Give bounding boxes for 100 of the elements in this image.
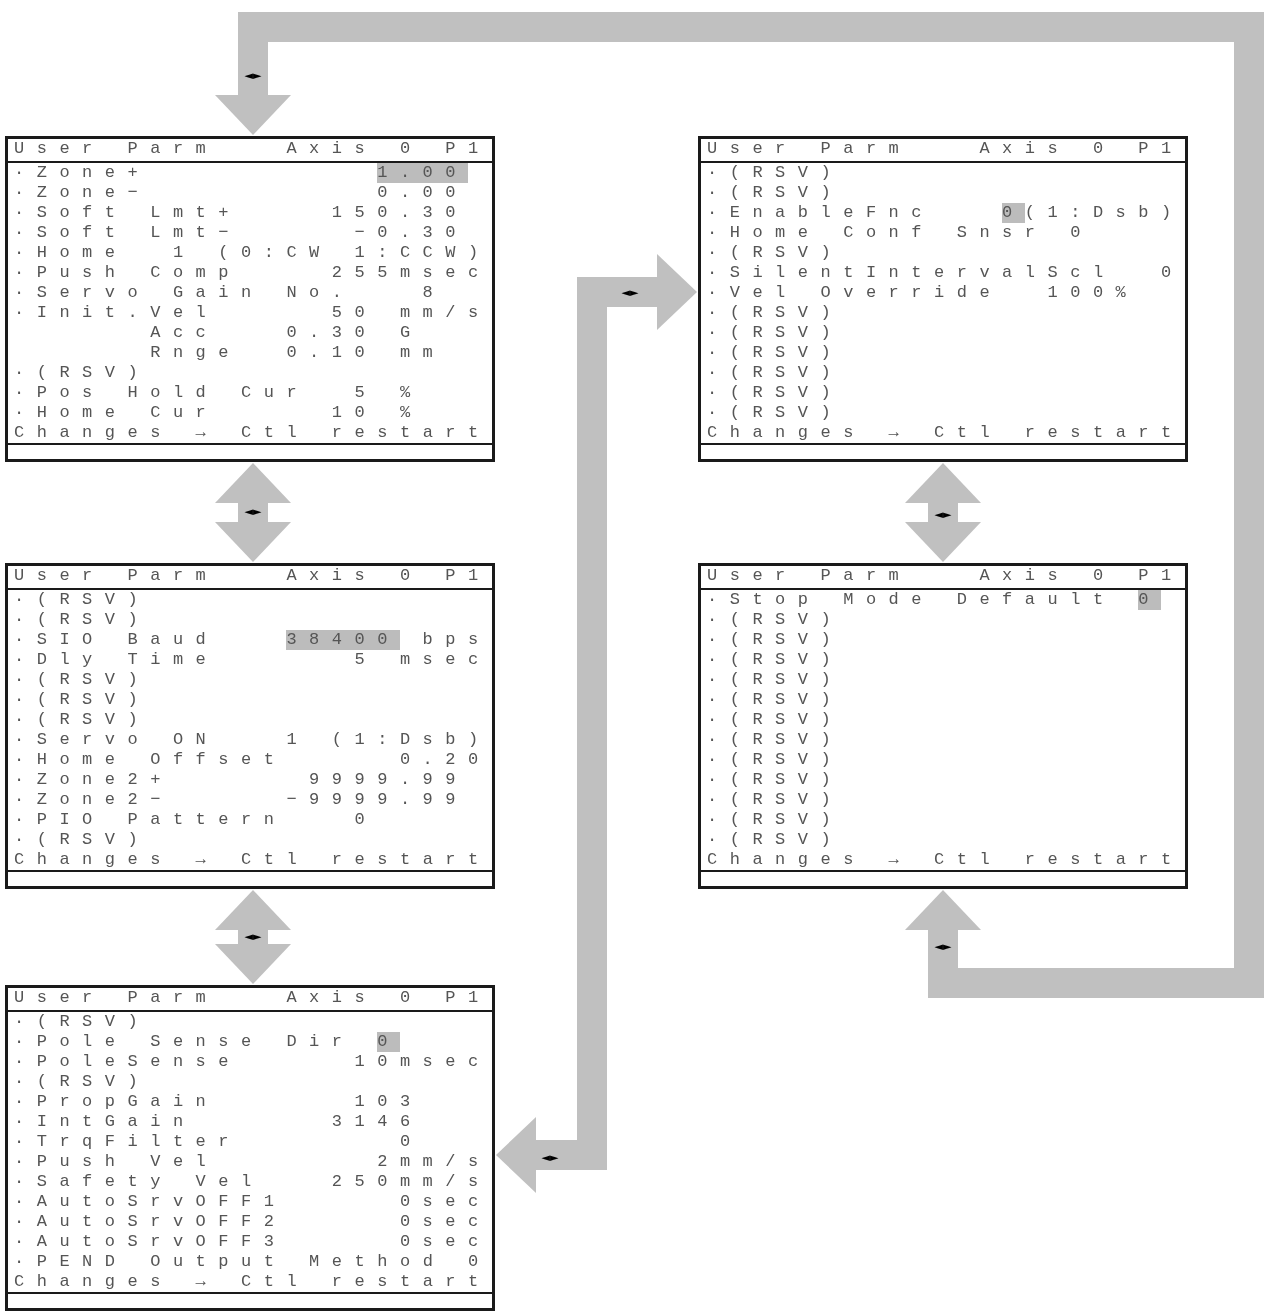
- lcd-screen: [5, 136, 495, 462]
- parameter-name: ·(RSV): [707, 770, 844, 790]
- parameter-value: 0: [354, 810, 378, 830]
- parameter-name: ·(RSV): [707, 343, 844, 363]
- parameter-name: ·(RSV): [707, 183, 844, 203]
- parameter-name: ·Home Cur: [14, 403, 219, 423]
- parameter-value: 0sec: [399, 1232, 491, 1252]
- parameter-value: Acc: [150, 323, 219, 343]
- parameter-value: 3146: [331, 1112, 423, 1132]
- parameter-name: ·(RSV): [707, 403, 844, 423]
- parameter-name: ·SIO Baud: [14, 630, 219, 650]
- parameter-value: −9999.99: [286, 790, 468, 810]
- screen-footer: Changes → Ctl restart: [14, 850, 491, 870]
- parameter-name: ·Home: [14, 243, 128, 263]
- parameter-value: 0.20: [399, 750, 491, 770]
- parameter-name: ·SilentIntervalScl: [707, 263, 1116, 283]
- parameter-name: ·(RSV): [14, 1072, 151, 1092]
- parameter-name: ·EnableFnc: [707, 203, 935, 223]
- parameter-name: ·(RSV): [14, 710, 151, 730]
- selected-value: 1.00: [377, 163, 468, 183]
- parameter-name: ·Servo ON: [14, 730, 219, 750]
- parameter-name: ·(RSV): [707, 383, 844, 403]
- parameter-value: 1: [286, 730, 310, 750]
- parameter-name: ·Stop Mode Default: [707, 590, 1116, 610]
- parameter-value: 0sec: [399, 1192, 491, 1212]
- parameter-value: 5: [354, 383, 378, 403]
- parameter-value: 255msec: [331, 263, 491, 283]
- double-arrow: [215, 463, 291, 562]
- parameter-value: G: [399, 323, 423, 343]
- parameter-value: 250mm/s: [331, 1172, 491, 1192]
- parameter-name: ·(RSV): [14, 590, 151, 610]
- parameter-value: 10: [331, 403, 378, 423]
- screen-title: Axis 0 P1: [286, 139, 491, 159]
- screen-title: User Parm: [707, 566, 912, 586]
- lcd-screen: [5, 985, 495, 1311]
- double-arrow: [905, 463, 981, 562]
- parameter-name: ·Push Comp: [14, 263, 242, 283]
- parameter-name: ·PEND Output Method 0: [14, 1252, 491, 1272]
- parameter-name: ·(RSV): [14, 1012, 151, 1032]
- parameter-name: ·Home Offset: [14, 750, 287, 770]
- parameter-value: bps: [422, 630, 491, 650]
- parameter-name: ·Vel Override: [707, 283, 1003, 303]
- parameter-name: ·Servo Gain No.: [14, 283, 355, 303]
- parameter-value: 9999.99: [309, 770, 468, 790]
- double-arrow: [215, 890, 291, 984]
- parameter-value: 100%: [1047, 283, 1139, 303]
- screen-title: Axis 0 P1: [286, 988, 491, 1008]
- parameter-name: ·AutoSrvOFF1: [14, 1192, 287, 1212]
- parameter-name: ·Soft Lmt−: [14, 223, 242, 243]
- parameter-name: ·Soft Lmt+: [14, 203, 242, 223]
- parameter-name: ·(RSV): [707, 163, 844, 183]
- parameter-name: ·TrqFilter: [14, 1132, 242, 1152]
- parameter-value: (0:CW 1:CCW): [218, 243, 491, 263]
- parameter-value: 0sec: [399, 1212, 491, 1232]
- parameter-value: 0.00: [377, 183, 468, 203]
- screen-footer: Changes → Ctl restart: [14, 423, 491, 443]
- screen-footer: Changes → Ctl restart: [14, 1272, 491, 1292]
- parameter-value: 1: [172, 243, 196, 263]
- parameter-value: msec: [399, 650, 491, 670]
- parameter-name: ·(RSV): [707, 670, 844, 690]
- parameter-value: 103: [354, 1092, 423, 1112]
- parameter-value: mm/s: [399, 303, 491, 323]
- parameter-name: ·(RSV): [14, 670, 151, 690]
- selected-value: 0: [1138, 590, 1161, 610]
- parameter-value: 5: [354, 650, 378, 670]
- parameter-name: ·(RSV): [707, 610, 844, 630]
- parameter-value: %: [399, 403, 423, 423]
- parameter-name: ·Home Conf Snsr 0: [707, 223, 1093, 243]
- parameter-value: 50: [331, 303, 378, 323]
- screen-title: User Parm: [14, 988, 219, 1008]
- parameter-name: ·Zone2−: [14, 790, 173, 810]
- parameter-value: 0.10: [286, 343, 378, 363]
- parameter-name: ·(RSV): [707, 650, 844, 670]
- screen-title: User Parm: [14, 139, 219, 159]
- parameter-name: ·(RSV): [707, 710, 844, 730]
- lcd-screen: [698, 136, 1188, 462]
- parameter-name: ·(RSV): [14, 363, 151, 383]
- parameter-value: 0: [1161, 263, 1184, 283]
- parameter-name: ·PIO Pattern: [14, 810, 287, 830]
- parameter-value: mm: [399, 343, 446, 363]
- screen-title: Axis 0 P1: [979, 566, 1184, 586]
- parameter-name: ·Safety Vel: [14, 1172, 264, 1192]
- screen-title: User Parm: [14, 566, 219, 586]
- parameter-name: ·Zone+: [14, 163, 151, 183]
- parameter-name: ·(RSV): [707, 810, 844, 830]
- parameter-name: ·(RSV): [14, 830, 151, 850]
- parameter-name: ·Init.Vel: [14, 303, 219, 323]
- parameter-name: ·Push Vel: [14, 1152, 219, 1172]
- parameter-value: −0.30: [354, 223, 468, 243]
- double-arrow: [496, 254, 697, 1193]
- parameter-name: ·(RSV): [14, 690, 151, 710]
- parameter-value: 150.30: [331, 203, 468, 223]
- parameter-value: 10msec: [354, 1052, 491, 1072]
- parameter-value: (1:Dsb): [331, 730, 491, 750]
- parameter-name: ·IntGain: [14, 1112, 196, 1132]
- parameter-name: ·(RSV): [707, 630, 844, 650]
- parameter-value: 8: [422, 283, 446, 303]
- parameter-name: ·(RSV): [707, 750, 844, 770]
- selected-value: 0: [377, 1032, 400, 1052]
- parameter-name: ·AutoSrvOFF3: [14, 1232, 287, 1252]
